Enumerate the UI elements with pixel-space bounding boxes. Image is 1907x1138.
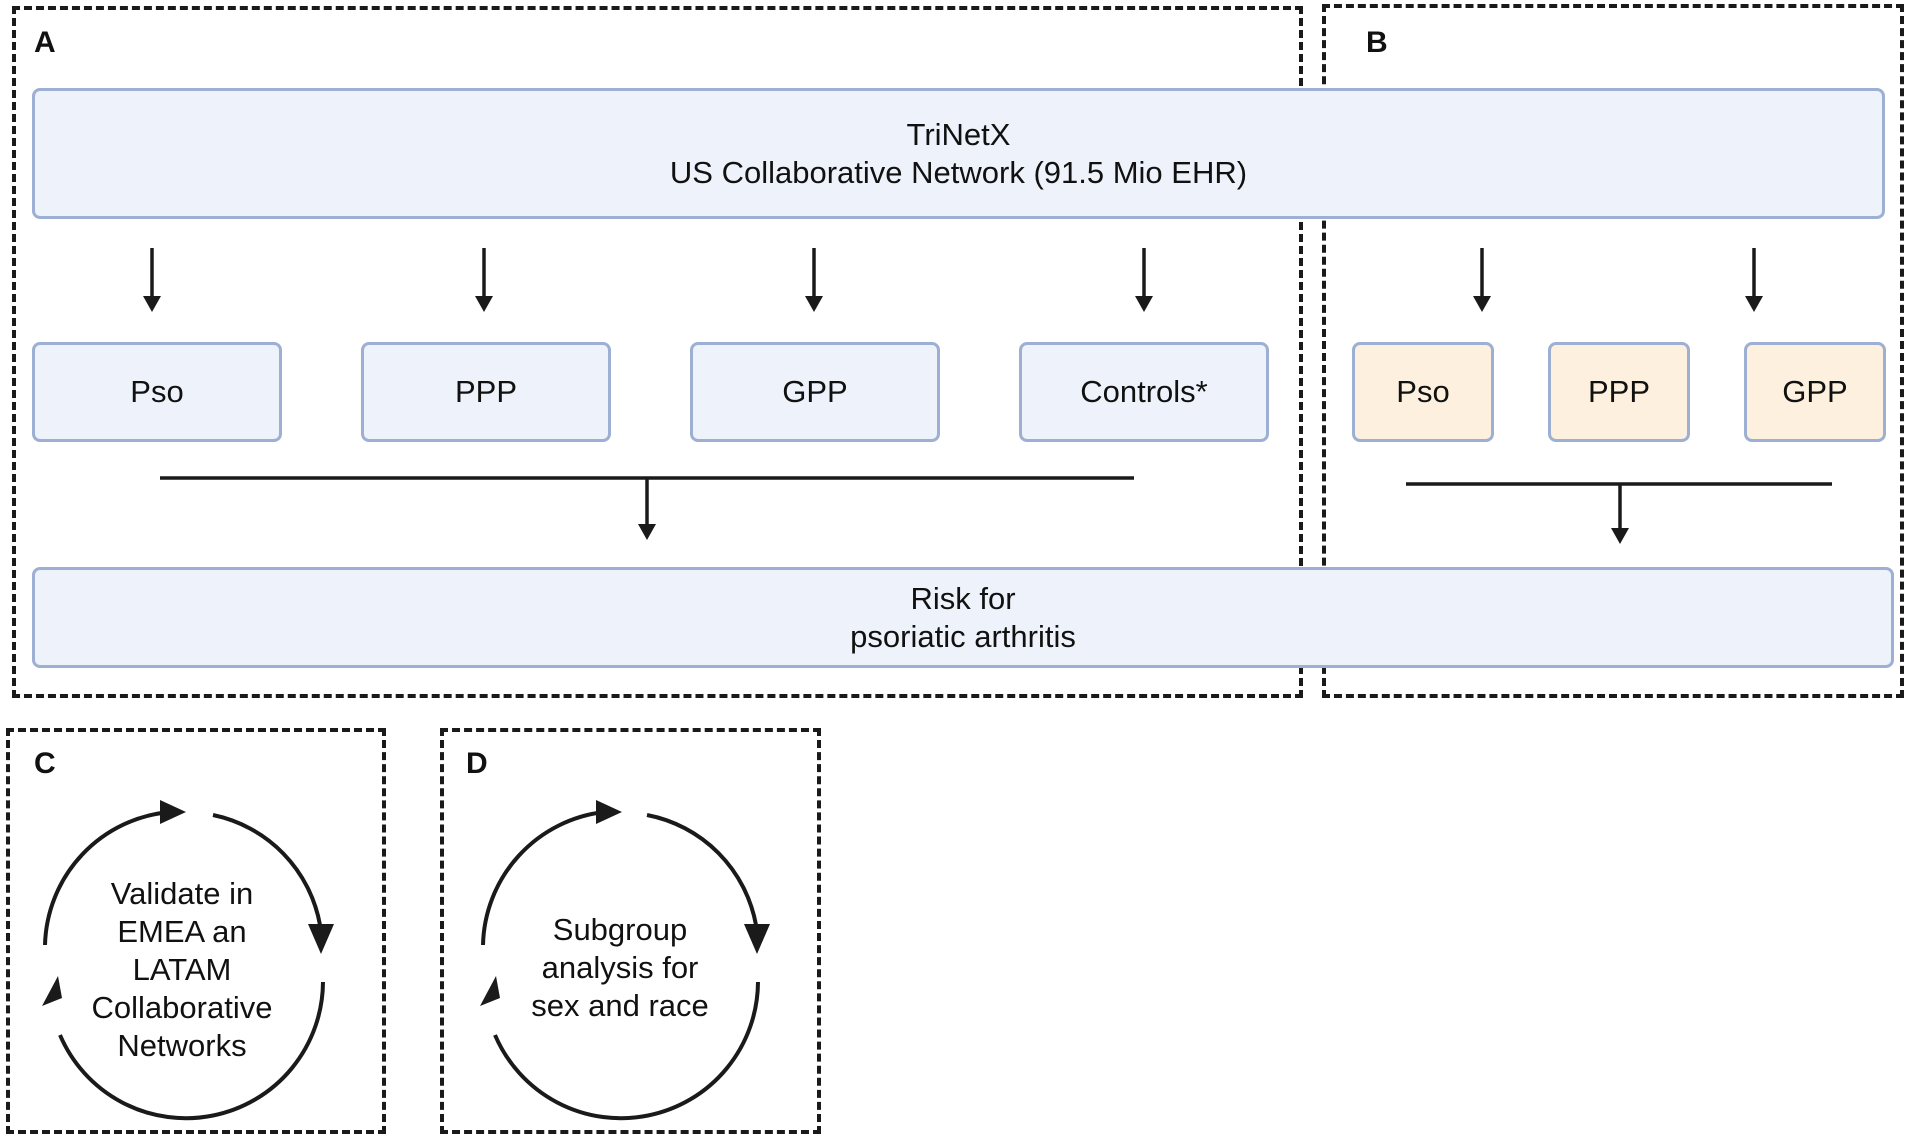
cycle-d-head-right (744, 924, 770, 954)
cycle-c-head-left (42, 976, 62, 1006)
cohort-label: GPP (1782, 374, 1848, 410)
panel-c-letter: C (34, 747, 56, 780)
arrowhead-b-left (1473, 296, 1491, 312)
cycle-d-head-left (480, 976, 500, 1006)
cycle-c-text: Validate in EMEA an LATAM Collaborative … (62, 850, 302, 1090)
panel-a-letter: A (34, 26, 56, 59)
cycle-d-arc-left (481, 810, 605, 946)
arrowhead-merge-b (1611, 528, 1629, 544)
arrowhead-pso (143, 296, 161, 312)
cohort-box-pso: Pso (32, 342, 282, 442)
cycle-c-arc-bottom (58, 981, 325, 1121)
cycle-c-line: Networks (117, 1027, 247, 1063)
cycle-c-line: Validate in (110, 876, 254, 912)
arrowhead-ppp (475, 296, 493, 312)
cycle-d-arc-bottom (493, 981, 760, 1121)
source-title: TriNetX (906, 117, 1011, 153)
cycle-c-head-right (308, 924, 334, 954)
cycle-d-line: sex and race (531, 987, 709, 1023)
arrowhead-b-right (1745, 296, 1763, 312)
cycle-c-line: Collaborative (91, 989, 273, 1025)
cohort-box-b-ppp: PPP (1548, 342, 1690, 442)
cycle-c-line: LATAM (132, 952, 232, 988)
panel-b (1322, 4, 1904, 698)
panel-a (12, 6, 1303, 698)
cycle-d-line: analysis for (541, 950, 699, 986)
cohort-label: PPP (454, 374, 518, 410)
cohort-label: GPP (782, 374, 848, 410)
cycle-c-arc-right (212, 813, 322, 926)
outcome-line-1: Risk for (910, 581, 1016, 617)
cycle-d-head-top (596, 800, 622, 824)
cycle-c-arc-left (43, 810, 171, 946)
cycle-d-line: Subgroup (552, 912, 688, 948)
cycle-d-arc-right (646, 813, 758, 926)
outcome-line-2: psoriatic arthritis (850, 618, 1076, 654)
cohort-box-gpp: GPP (690, 342, 940, 442)
cycle-d-text: Subgroup analysis for sex and race (500, 878, 740, 1058)
cohort-label: Controls* (1080, 374, 1208, 410)
source-subtitle: US Collaborative Network (91.5 Mio EHR) (669, 154, 1248, 190)
cycle-c-line: EMEA an (117, 914, 247, 950)
panel-d (440, 728, 821, 1134)
cohort-label: PPP (1587, 374, 1651, 410)
panel-c (6, 728, 386, 1134)
cohort-label: Pso (1396, 374, 1450, 410)
cohort-label: Pso (130, 374, 184, 410)
cycle-c-head-top (160, 800, 186, 824)
cohort-box-b-pso: Pso (1352, 342, 1494, 442)
cohort-box-b-gpp: GPP (1744, 342, 1886, 442)
arrowhead-gpp (805, 296, 823, 312)
arrowhead-controls (1135, 296, 1153, 312)
cohort-box-ppp: PPP (361, 342, 611, 442)
cohort-box-controls: Controls* (1019, 342, 1269, 442)
trinetx-source-box: TriNetX US Collaborative Network (91.5 M… (32, 88, 1885, 219)
outcome-box: Risk for psoriatic arthritis (32, 567, 1894, 668)
panel-b-letter: B (1366, 26, 1388, 59)
panel-d-letter: D (466, 747, 488, 780)
arrowhead-merge-a (638, 524, 656, 540)
